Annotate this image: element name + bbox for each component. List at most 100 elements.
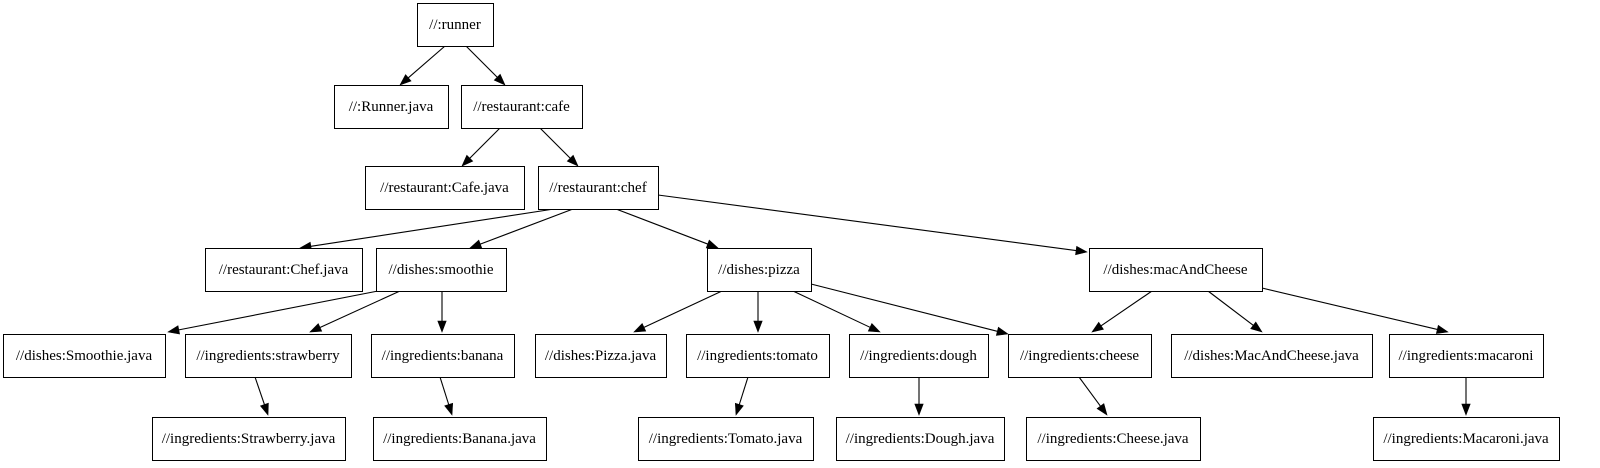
edge-line bbox=[1078, 376, 1101, 407]
edge-dishes_mac-to-ing_macaroni bbox=[1261, 287, 1449, 334]
edge-arrowhead bbox=[259, 402, 269, 416]
edge-arrowhead bbox=[705, 239, 719, 249]
node-macaroni_java[interactable]: //ingredients:Macaroni.java bbox=[1373, 417, 1560, 461]
edge-line bbox=[178, 290, 379, 331]
node-cafe_java[interactable]: //restaurant:Cafe.java bbox=[365, 166, 525, 210]
edge-arrowhead bbox=[444, 402, 454, 416]
edge-dishes_smoothie-to-smoothie_java bbox=[167, 290, 379, 335]
edge-line bbox=[319, 290, 401, 328]
edge-arrowhead bbox=[1075, 245, 1088, 256]
node-label: //ingredients:banana bbox=[382, 348, 504, 364]
edge-line bbox=[310, 208, 555, 247]
edge-dishes_smoothie-to-ing_strawberry bbox=[309, 290, 401, 333]
edge-arrowhead bbox=[1091, 321, 1104, 333]
edge-arrowhead bbox=[914, 403, 924, 416]
node-box[interactable] bbox=[461, 85, 583, 129]
node-dishes_smoothie[interactable]: //dishes:smoothie bbox=[376, 248, 507, 292]
node-ing_strawberry[interactable]: //ingredients:strawberry bbox=[185, 334, 352, 378]
node-box[interactable] bbox=[638, 417, 814, 461]
node-ing_tomato[interactable]: //ingredients:tomato bbox=[686, 334, 830, 378]
edge-dishes_mac-to-ing_cheese bbox=[1091, 290, 1153, 333]
edge-line bbox=[1207, 290, 1254, 326]
node-runner[interactable]: //:runner bbox=[417, 3, 494, 47]
node-label: //dishes:Smoothie.java bbox=[16, 348, 153, 364]
edge-dishes_pizza-to-pizza_java bbox=[633, 290, 723, 333]
edge-arrowhead bbox=[734, 402, 744, 416]
node-box[interactable] bbox=[205, 248, 363, 292]
node-pizza_java[interactable]: //dishes:Pizza.java bbox=[535, 334, 667, 378]
node-mac_java[interactable]: //dishes:MacAndCheese.java bbox=[1171, 334, 1373, 378]
node-box[interactable] bbox=[1008, 334, 1152, 378]
node-restaurant_chef[interactable]: //restaurant:chef bbox=[538, 166, 659, 210]
node-strawberry_java[interactable]: //ingredients:Strawberry.java bbox=[152, 417, 346, 461]
edge-restaurant_chef-to-dishes_pizza bbox=[615, 208, 719, 249]
node-ing_banana[interactable]: //ingredients:banana bbox=[371, 334, 515, 378]
node-label: //dishes:pizza bbox=[718, 262, 800, 278]
node-box[interactable] bbox=[1373, 417, 1560, 461]
node-box[interactable] bbox=[334, 85, 449, 129]
edge-ing_dough-to-dough_java bbox=[914, 377, 924, 416]
edge-arrowhead bbox=[167, 325, 180, 335]
edge-dishes_pizza-to-ing_tomato bbox=[753, 291, 763, 333]
node-box[interactable] bbox=[535, 334, 667, 378]
node-box[interactable] bbox=[707, 248, 812, 292]
edge-line bbox=[657, 194, 1077, 252]
edge-restaurant_cafe-to-restaurant_chef bbox=[539, 127, 579, 167]
node-box[interactable] bbox=[686, 334, 830, 378]
node-chef_java[interactable]: //restaurant:Chef.java bbox=[205, 248, 363, 292]
node-restaurant_cafe[interactable]: //restaurant:cafe bbox=[461, 85, 583, 129]
node-ing_dough[interactable]: //ingredients:dough bbox=[849, 334, 989, 378]
node-box[interactable] bbox=[365, 166, 525, 210]
edge-line bbox=[792, 290, 871, 328]
edge-arrowhead bbox=[399, 74, 412, 86]
node-box[interactable] bbox=[373, 417, 547, 461]
node-banana_java[interactable]: //ingredients:Banana.java bbox=[373, 417, 547, 461]
edge-runner-to-runner_java bbox=[399, 45, 446, 86]
node-label: //ingredients:strawberry bbox=[196, 348, 340, 364]
edge-restaurant_chef-to-chef_java bbox=[299, 208, 555, 251]
edge-restaurant_chef-to-dishes_smoothie bbox=[469, 208, 574, 249]
edge-dishes_pizza-to-ing_dough bbox=[792, 290, 881, 333]
edge-line bbox=[1261, 287, 1438, 331]
node-box[interactable] bbox=[836, 417, 1005, 461]
edge-ing_strawberry-to-strawberry_java bbox=[254, 376, 269, 416]
edge-arrowhead bbox=[753, 320, 763, 333]
node-box[interactable] bbox=[1089, 248, 1263, 292]
node-label: //ingredients:tomato bbox=[697, 348, 818, 364]
node-box[interactable] bbox=[371, 334, 515, 378]
node-label: //ingredients:dough bbox=[860, 348, 977, 364]
node-label: //ingredients:Tomato.java bbox=[649, 431, 803, 447]
edge-runner-to-restaurant_cafe bbox=[465, 45, 506, 86]
node-box[interactable] bbox=[185, 334, 352, 378]
node-box[interactable] bbox=[3, 334, 166, 378]
node-label: //restaurant:cafe bbox=[473, 99, 570, 115]
node-smoothie_java[interactable]: //dishes:Smoothie.java bbox=[3, 334, 166, 378]
edge-arrowhead bbox=[867, 322, 881, 333]
node-label: //ingredients:Strawberry.java bbox=[162, 431, 336, 447]
node-label: //ingredients:macaroni bbox=[1399, 348, 1534, 364]
node-dough_java[interactable]: //ingredients:Dough.java bbox=[836, 417, 1005, 461]
node-dishes_mac[interactable]: //dishes:macAndCheese bbox=[1089, 248, 1263, 292]
node-cheese_java[interactable]: //ingredients:Cheese.java bbox=[1026, 417, 1201, 461]
node-dishes_pizza[interactable]: //dishes:pizza bbox=[707, 248, 812, 292]
node-box[interactable] bbox=[152, 417, 346, 461]
node-label: //dishes:smoothie bbox=[389, 262, 494, 278]
node-box[interactable] bbox=[1026, 417, 1201, 461]
node-label: //restaurant:Cafe.java bbox=[380, 180, 509, 196]
edge-line bbox=[1100, 290, 1153, 327]
node-ing_macaroni[interactable]: //ingredients:macaroni bbox=[1389, 334, 1544, 378]
node-box[interactable] bbox=[538, 166, 659, 210]
edge-arrowhead bbox=[309, 323, 323, 333]
edge-arrowhead bbox=[1435, 324, 1449, 334]
node-box[interactable] bbox=[1389, 334, 1544, 378]
node-box[interactable] bbox=[376, 248, 507, 292]
edge-line bbox=[465, 45, 498, 78]
node-ing_cheese[interactable]: //ingredients:cheese bbox=[1008, 334, 1152, 378]
node-box[interactable] bbox=[417, 3, 494, 47]
edge-arrowhead bbox=[995, 326, 1009, 336]
node-box[interactable] bbox=[849, 334, 989, 378]
node-runner_java[interactable]: //:Runner.java bbox=[334, 85, 449, 129]
node-tomato_java[interactable]: //ingredients:Tomato.java bbox=[638, 417, 814, 461]
node-box[interactable] bbox=[1171, 334, 1373, 378]
edge-line bbox=[643, 290, 723, 328]
